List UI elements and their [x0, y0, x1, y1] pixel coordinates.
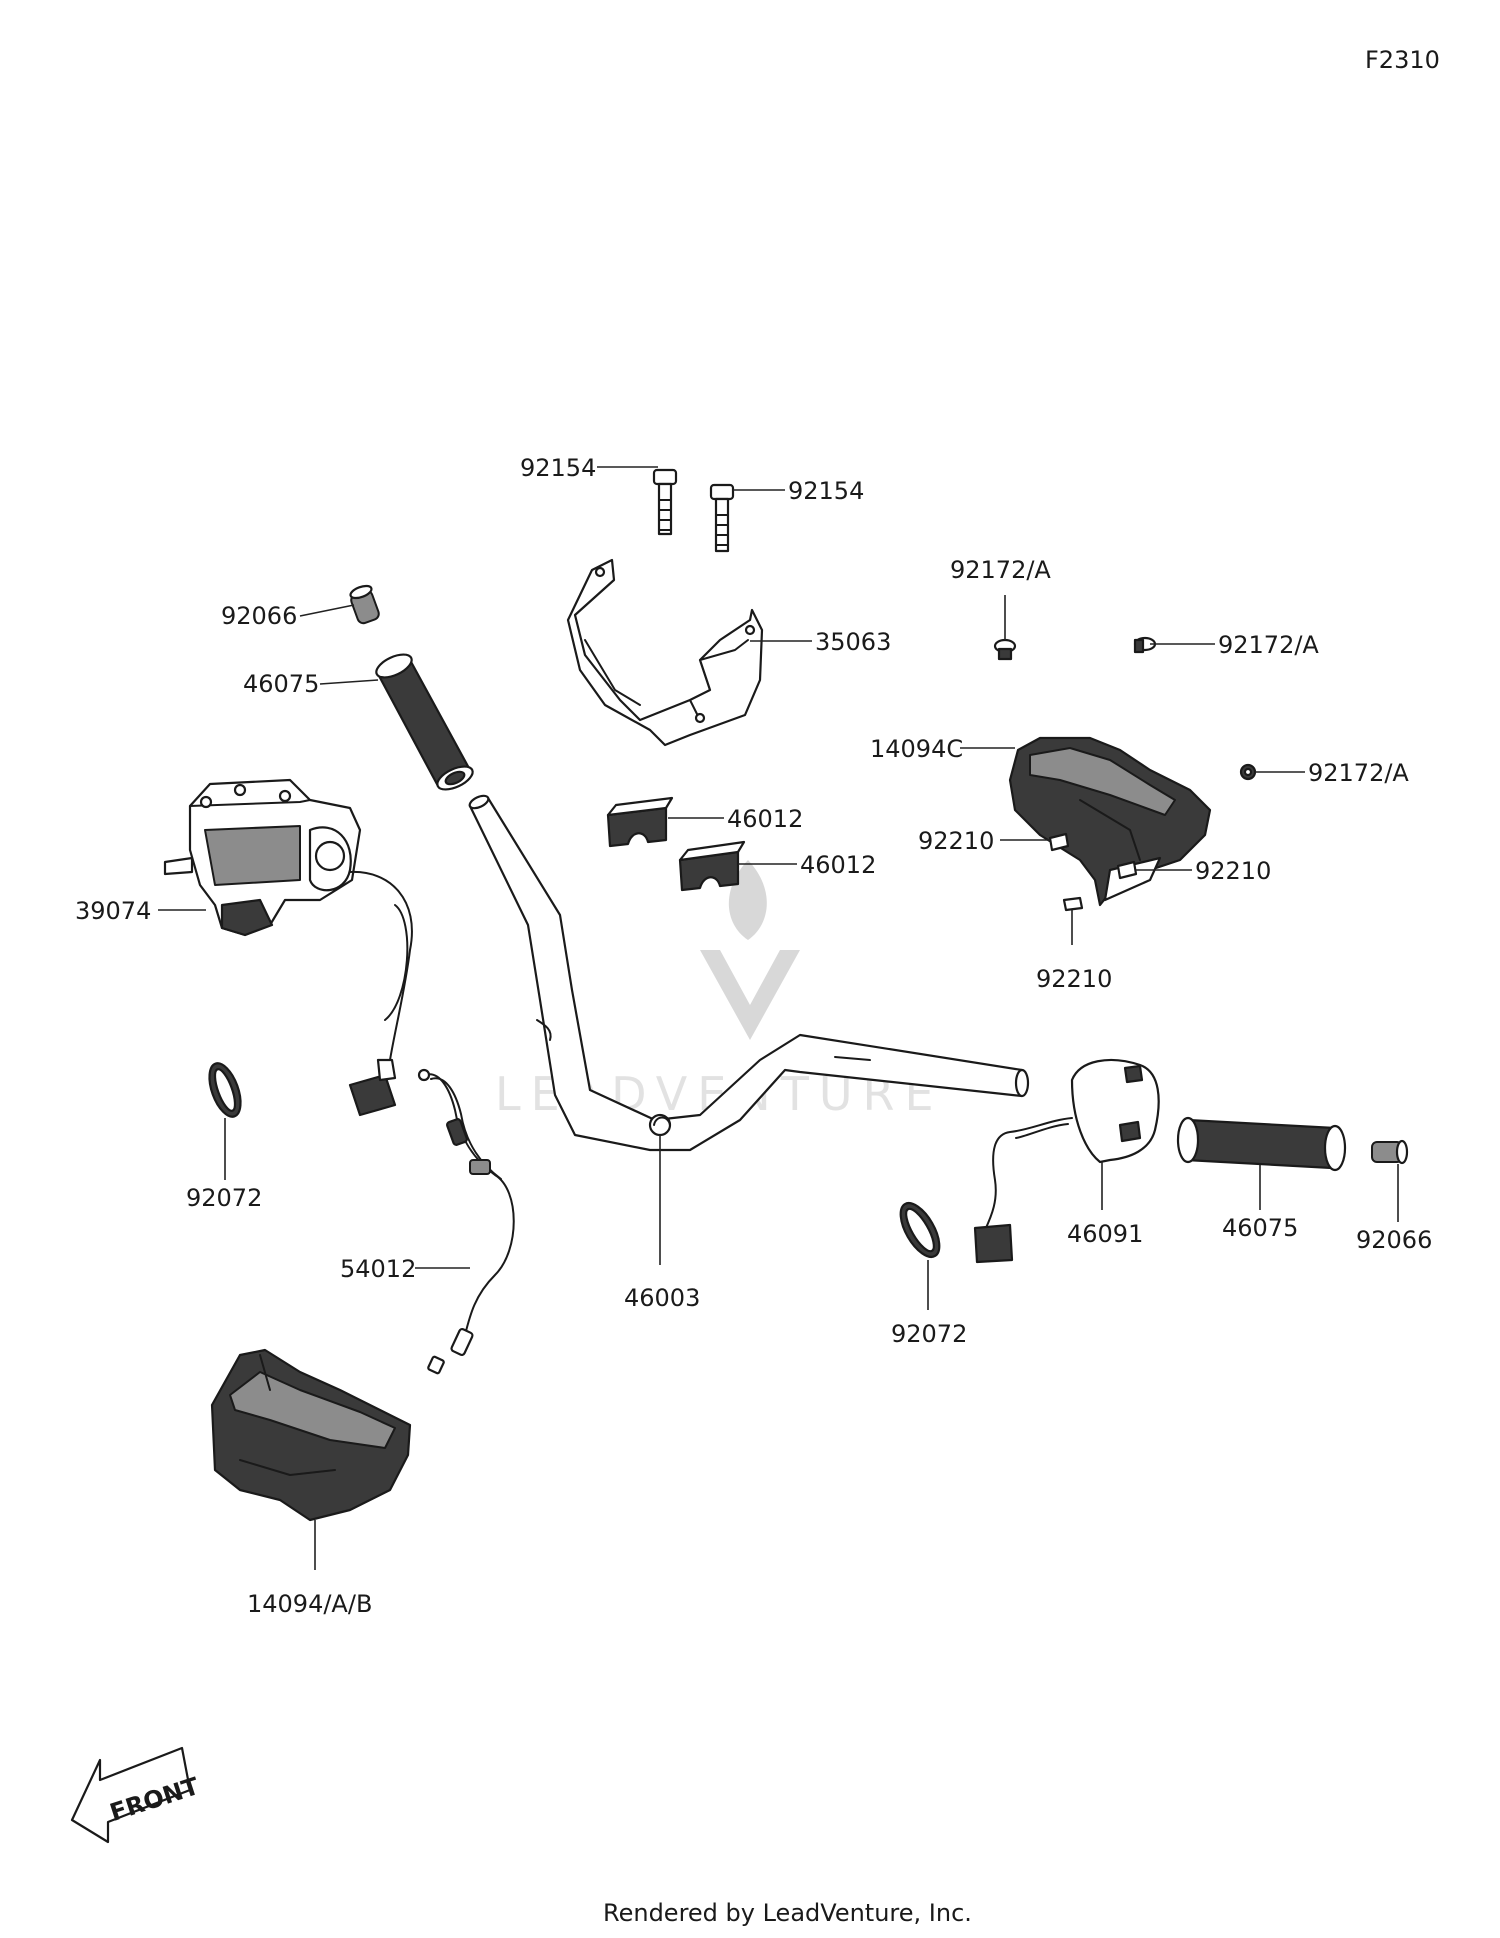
part-labels: 92154 92154 92066 46075 35063 92172/A 92…	[75, 454, 1432, 1618]
grip-46075-right	[1176, 1116, 1347, 1172]
label-14094ab: 14094/A/B	[247, 1590, 372, 1618]
footer-credit: Rendered by LeadVenture, Inc.	[603, 1899, 972, 1927]
band-92072-left	[208, 1062, 242, 1118]
clip-92210-b	[1116, 860, 1138, 880]
bolt-92154-right	[709, 483, 735, 553]
label-54012: 54012	[340, 1255, 416, 1283]
label-92072-right: 92072	[891, 1320, 967, 1348]
label-39074: 39074	[75, 897, 151, 925]
label-46012-b: 46012	[800, 851, 876, 879]
clamp-46012-upper	[606, 796, 674, 848]
clip-92210-a	[1048, 832, 1070, 852]
label-92210-c: 92210	[1036, 965, 1112, 993]
diagram-code: F2310	[1365, 46, 1440, 74]
label-92066-right: 92066	[1356, 1226, 1432, 1254]
label-92210-b: 92210	[1195, 857, 1271, 885]
screw-92172a-2	[1133, 636, 1157, 654]
label-46075-left: 46075	[243, 670, 319, 698]
label-92172a-2: 92172/A	[1218, 631, 1319, 659]
label-46012-a: 46012	[727, 805, 803, 833]
band-92072-right	[899, 1201, 941, 1259]
label-46075-right: 46075	[1222, 1214, 1298, 1242]
switch-housing-46091	[973, 1058, 1160, 1264]
label-92154-a: 92154	[520, 454, 596, 482]
throttle-housing-39074	[163, 778, 413, 1117]
label-46091: 46091	[1067, 1220, 1143, 1248]
screw-92172a-1	[993, 638, 1017, 661]
label-92172a-3: 92172/A	[1308, 759, 1409, 787]
handguard-14094c	[1008, 736, 1212, 907]
label-14094c: 14094C	[870, 735, 963, 763]
label-92172a-1: 92172/A	[950, 556, 1051, 584]
label-92210-a: 92210	[918, 827, 994, 855]
label-92072-left: 92072	[186, 1184, 262, 1212]
handguard-14094ab	[210, 1348, 412, 1522]
label-35063: 35063	[815, 628, 891, 656]
front-arrow: FRONT	[70, 1746, 203, 1844]
bolt-92154-left	[652, 468, 678, 536]
clamp-46012-lower	[678, 840, 746, 892]
clip-92210-c	[1062, 896, 1084, 912]
grip-46075-left	[375, 653, 474, 791]
label-92154-b: 92154	[788, 477, 864, 505]
handlebar-46003	[468, 794, 1030, 1152]
bracket-35063	[566, 558, 764, 747]
leader-lines	[158, 466, 1399, 1570]
label-92066-left: 92066	[221, 602, 297, 630]
screw-92172a-3	[1239, 763, 1257, 781]
grip-end-92066-left	[349, 584, 380, 625]
grip-end-92066-right	[1371, 1139, 1409, 1165]
cable-54012	[417, 1068, 515, 1375]
label-46003: 46003	[624, 1284, 700, 1312]
